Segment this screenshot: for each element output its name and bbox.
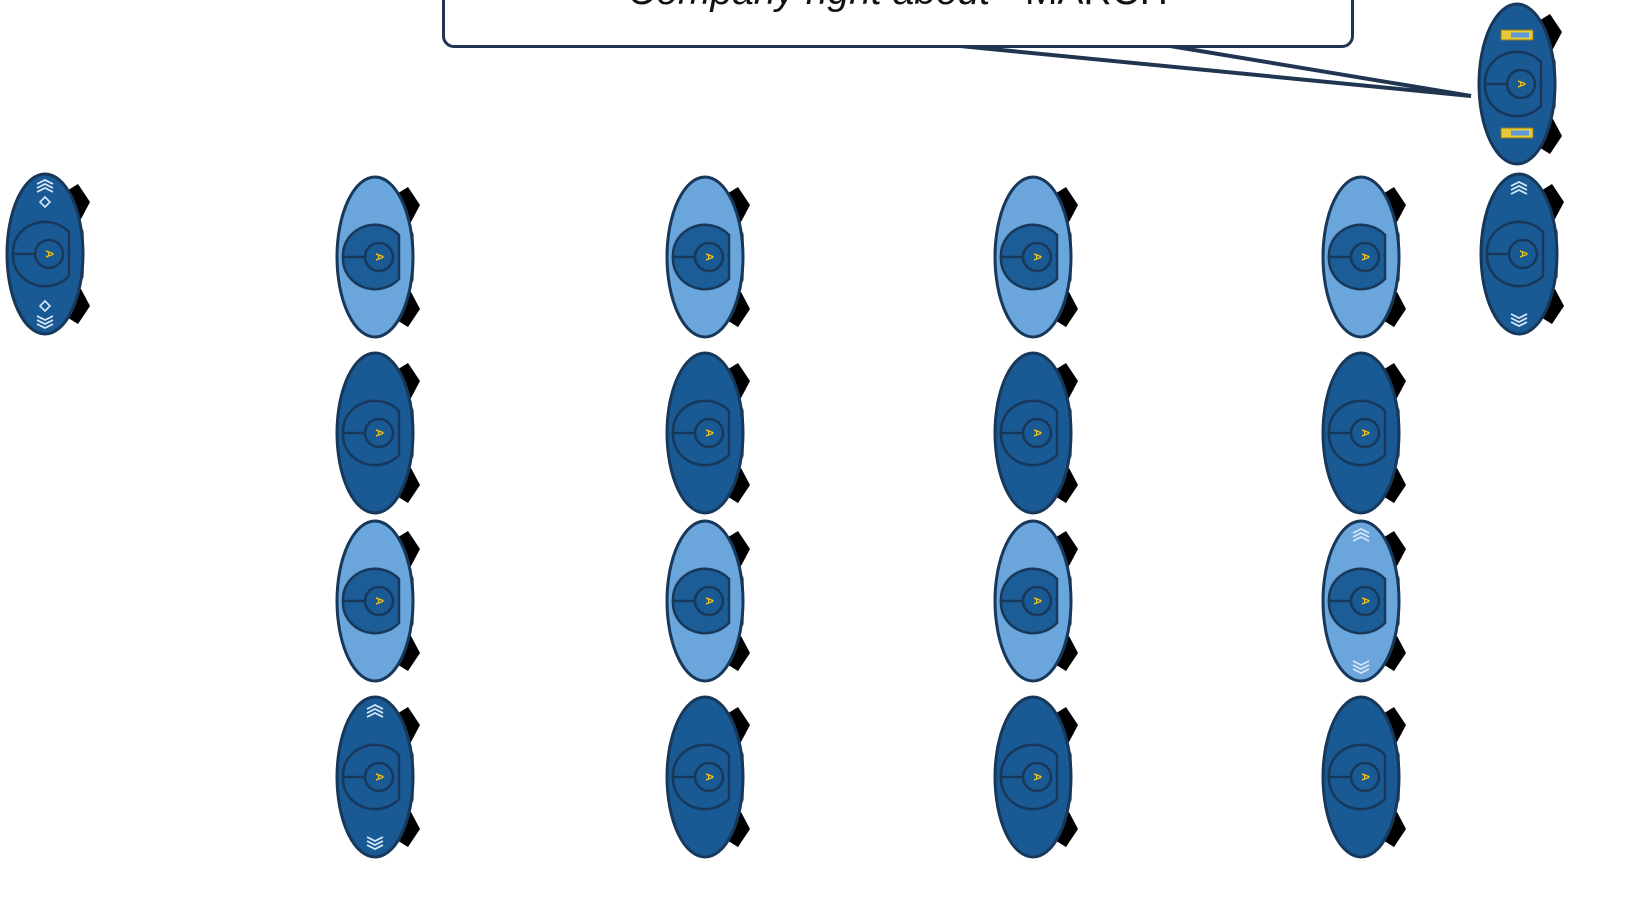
position-letter: A xyxy=(373,773,385,781)
soldier-r4c3: A xyxy=(993,695,1078,859)
head xyxy=(33,238,65,270)
soldier-r2c2: A xyxy=(665,351,750,515)
rank-chevron xyxy=(1510,188,1528,195)
head xyxy=(363,761,395,793)
rank-chevron xyxy=(36,182,54,189)
rank-chevron xyxy=(1510,184,1528,191)
rank-chevron xyxy=(1352,668,1370,675)
rank-chevron xyxy=(366,703,384,710)
position-letter: A xyxy=(1031,597,1043,605)
soldier-formation: A A A A A A A A A A A A A A A A A A A xyxy=(5,2,1564,859)
head xyxy=(693,241,725,273)
head xyxy=(1349,585,1381,617)
callout-leader-line xyxy=(949,43,1472,98)
rank-chevron xyxy=(1510,317,1528,324)
leader-lines xyxy=(949,43,1472,98)
rank-chevron xyxy=(1510,180,1528,187)
position-letter: A xyxy=(1359,253,1371,261)
head xyxy=(1349,417,1381,449)
rank-plate-stripe xyxy=(1511,130,1529,136)
rank-chevron xyxy=(366,711,384,718)
head xyxy=(693,585,725,617)
rank-chevron xyxy=(1352,660,1370,667)
rank-chevron xyxy=(1352,531,1370,538)
rank-plate-stripe xyxy=(1511,32,1529,38)
soldier-r3c1: A xyxy=(335,519,420,683)
soldier-r2c1: A xyxy=(335,351,420,515)
position-letter: A xyxy=(703,253,715,261)
head xyxy=(1021,417,1053,449)
head xyxy=(363,417,395,449)
position-letter: A xyxy=(1031,429,1043,437)
soldier-guide: A xyxy=(1479,172,1564,336)
position-letter: A xyxy=(703,429,715,437)
soldier-r2c4: A xyxy=(1321,351,1406,515)
command-text: Company right about - MARCH xyxy=(445,0,1351,15)
position-letter: A xyxy=(1517,250,1529,258)
position-letter: A xyxy=(1359,429,1371,437)
rank-chevron xyxy=(1510,313,1528,320)
head xyxy=(1349,761,1381,793)
position-letter: A xyxy=(373,429,385,437)
soldier-r3c4: A xyxy=(1321,519,1406,683)
rank-chevron xyxy=(366,836,384,843)
soldier-r4c1: A xyxy=(335,695,420,859)
soldier-r4c2: A xyxy=(665,695,750,859)
head xyxy=(1021,241,1053,273)
head xyxy=(693,761,725,793)
soldier-r2c3: A xyxy=(993,351,1078,515)
position-letter: A xyxy=(373,597,385,605)
head xyxy=(1021,585,1053,617)
soldier-r4c4: A xyxy=(1321,695,1406,859)
rank-chevron xyxy=(36,178,54,185)
soldier-leader: A xyxy=(5,172,90,336)
rank-chevron xyxy=(1510,321,1528,328)
head xyxy=(1505,68,1537,100)
soldier-r1c1: A xyxy=(335,175,420,339)
position-letter: A xyxy=(1031,253,1043,261)
soldier-r1c2: A xyxy=(665,175,750,339)
head xyxy=(363,585,395,617)
position-letter: A xyxy=(1031,773,1043,781)
rank-chevron xyxy=(366,840,384,847)
rank-chevron xyxy=(36,315,54,322)
rank-diamond xyxy=(38,299,52,313)
rank-chevron xyxy=(36,186,54,193)
rank-diamond xyxy=(38,195,52,209)
position-letter: A xyxy=(1515,80,1527,88)
head xyxy=(1021,761,1053,793)
command-italic: Company right about xyxy=(628,0,990,13)
soldier-r1c4: A xyxy=(1321,175,1406,339)
position-letter: A xyxy=(703,597,715,605)
soldier-r3c3: A xyxy=(993,519,1078,683)
rank-chevron xyxy=(366,844,384,851)
rank-chevron xyxy=(36,319,54,326)
soldier-r3c2: A xyxy=(665,519,750,683)
soldier-commander: A xyxy=(1477,2,1562,166)
position-letter: A xyxy=(1359,773,1371,781)
command-separator: - xyxy=(990,0,1025,13)
position-letter: A xyxy=(373,253,385,261)
rank-chevron xyxy=(366,707,384,714)
position-letter: A xyxy=(703,773,715,781)
command-type: MARCH xyxy=(1025,0,1168,13)
position-letter: A xyxy=(1359,597,1371,605)
position-letter: A xyxy=(43,250,55,258)
rank-chevron xyxy=(36,323,54,330)
head xyxy=(693,417,725,449)
head xyxy=(1349,241,1381,273)
rank-chevron xyxy=(1352,535,1370,542)
command-callout: Company right about - MARCH xyxy=(442,0,1354,48)
rank-chevron xyxy=(1352,664,1370,671)
head xyxy=(363,241,395,273)
rank-chevron xyxy=(1352,527,1370,534)
head xyxy=(1507,238,1539,270)
soldier-r1c3: A xyxy=(993,175,1078,339)
